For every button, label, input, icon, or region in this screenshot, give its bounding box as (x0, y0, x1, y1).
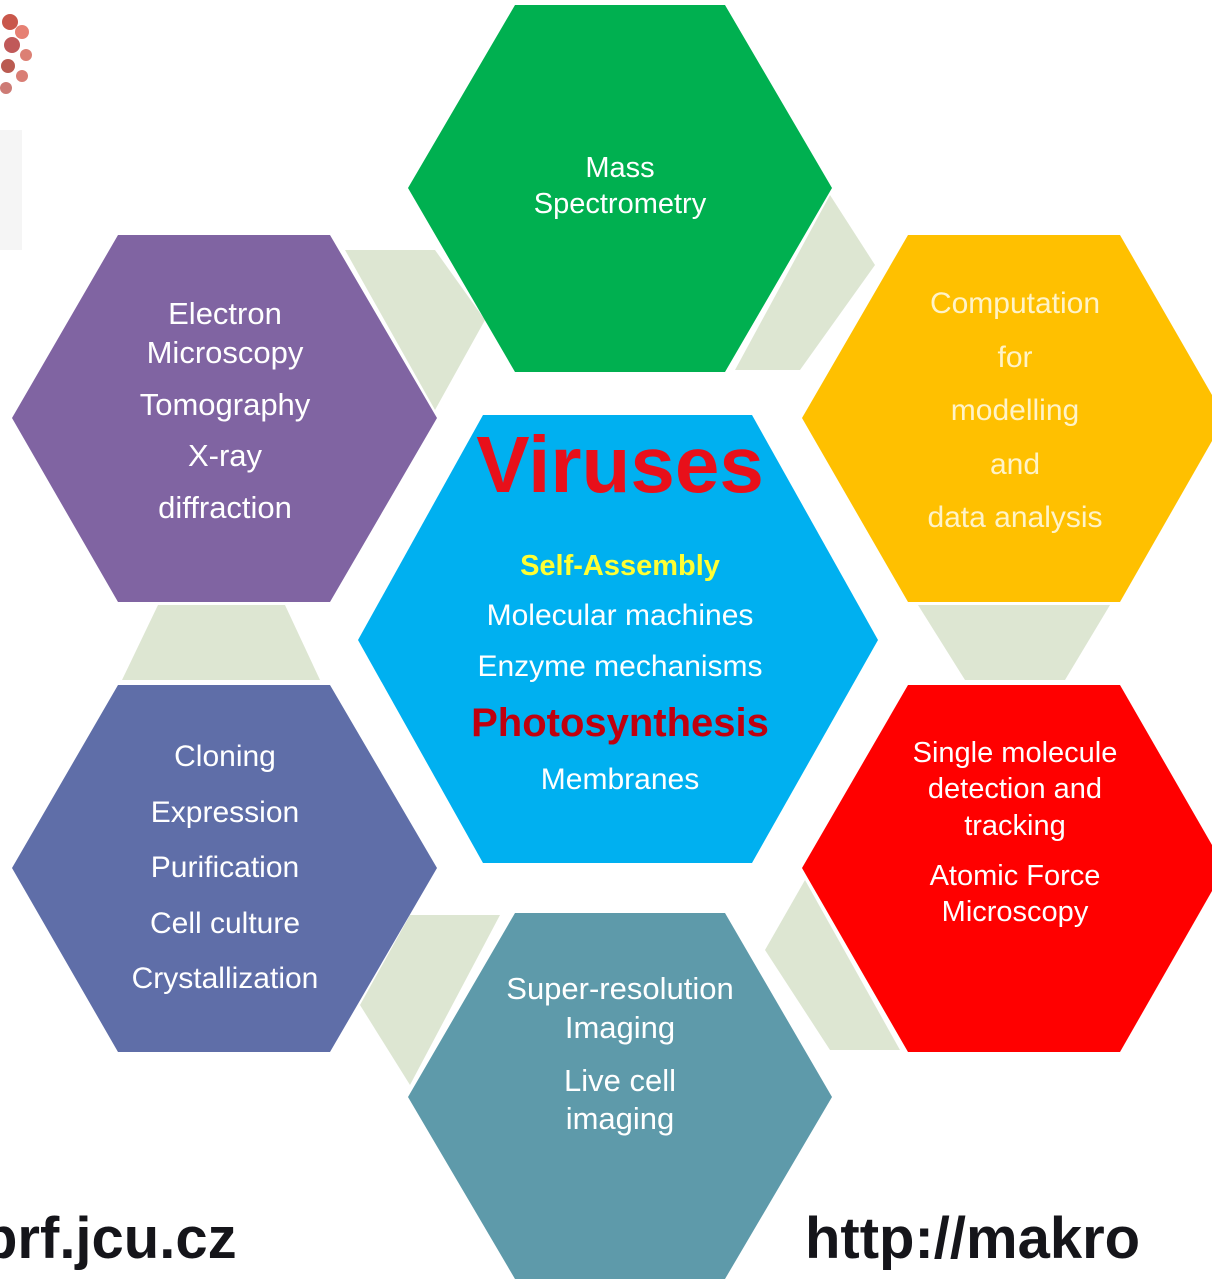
afm-microscopy-line: Microscopy (941, 896, 1089, 928)
xray-line: X-ray (187, 438, 263, 474)
crystallization-line: Crystallization (131, 962, 319, 995)
mass-spectrometry-label: Mass Spectrometry (470, 150, 770, 223)
connector-bottom-right (765, 880, 900, 1050)
hexagon-viruses-center (358, 415, 878, 863)
live-cell-line: Live cell (564, 1062, 676, 1098)
detection-and-line: detection and (927, 773, 1103, 806)
single-molecule-label: Single molecule detection and tracking A… (830, 735, 1200, 930)
computation-label: Computation for modelling and data analy… (820, 285, 1210, 537)
spectrometry-line: Spectrometry (533, 188, 707, 221)
diffraction-line: diffraction (158, 490, 292, 525)
connector-top-right (735, 195, 875, 370)
purification-line: Purification (150, 851, 300, 884)
hexagon-electron-microscopy (12, 235, 437, 602)
hexagon-super-resolution (408, 913, 832, 1279)
and-line: and (989, 447, 1041, 481)
live-imaging-line: imaging (565, 1101, 675, 1137)
self-assembly-text: Self-Assembly (520, 550, 720, 582)
hexagon-computation (802, 235, 1212, 602)
footer-right-url[interactable]: http://makro (805, 1206, 1141, 1271)
tracking-line: tracking (964, 809, 1066, 842)
molecular-machines-text: Molecular machines (486, 599, 754, 633)
electron-line: Electron (168, 296, 282, 331)
super-resolution-label: Super-resolution Imaging Live cell imagi… (470, 970, 770, 1139)
computation-line: Computation (929, 287, 1101, 320)
connector-bottom-left (360, 915, 500, 1085)
viruses-center-label: Viruses Self-Assembly Molecular machines… (360, 425, 880, 799)
data-analysis-line: data analysis (927, 501, 1103, 534)
microscopy-line: Microscopy (146, 334, 304, 370)
modelling-line: modelling (950, 394, 1080, 427)
photosynthesis-text: Photosynthesis (471, 701, 769, 746)
hexagon-cloning (12, 685, 437, 1052)
tomography-line: Tomography (139, 386, 311, 422)
super-resolution-line: Super-resolution (506, 971, 734, 1006)
imaging-line: Imaging (564, 1009, 676, 1045)
membranes-text: Membranes (540, 763, 700, 797)
footer-left-url[interactable]: prf.jcu.cz (0, 1206, 237, 1271)
cloning-line: Cloning (174, 740, 276, 773)
connector-right (918, 605, 1110, 680)
cloning-label: Cloning Expression Purification Cell cul… (60, 738, 390, 998)
enzyme-mechanisms-text: Enzyme mechanisms (477, 649, 763, 683)
single-molecule-line: Single molecule (912, 737, 1118, 769)
electron-microscopy-label: Electron Microscopy Tomography X-ray dif… (60, 295, 390, 528)
hexagon-mass-spectrometry (408, 5, 832, 372)
connector-left (122, 605, 320, 680)
atomic-force-line: Atomic Force (929, 859, 1101, 892)
expression-line: Expression (150, 795, 300, 829)
viruses-title: Viruses (476, 420, 764, 509)
mass-line: Mass (585, 152, 655, 184)
connector-top-left (345, 250, 485, 410)
hexagon-single-molecule (802, 685, 1212, 1052)
cell-culture-line: Cell culture (149, 906, 301, 940)
logo-fragment-icon (0, 14, 32, 250)
for-line: for (997, 340, 1033, 374)
